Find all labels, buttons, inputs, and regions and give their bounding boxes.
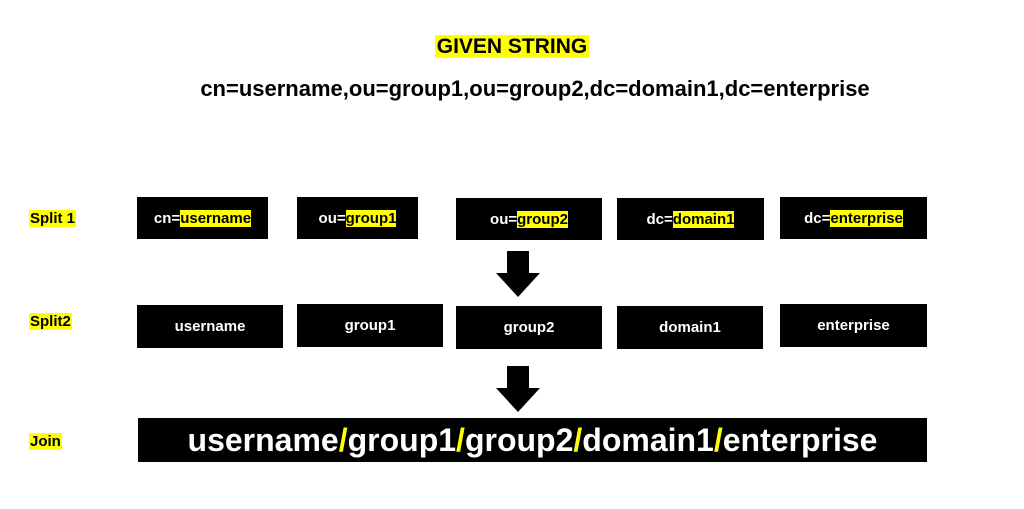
- join-separator: /: [573, 421, 583, 458]
- join-separator: /: [338, 421, 348, 458]
- given-string: cn=username,ou=group1,ou=group2,dc=domai…: [200, 76, 870, 101]
- split2-box: group1: [297, 304, 443, 347]
- split1-box: dc=enterprise: [780, 197, 927, 239]
- split1-prefix: ou=: [490, 210, 518, 228]
- split1-prefix: cn=: [153, 209, 181, 227]
- arrow-down-icon: [496, 366, 540, 412]
- join-label: Join: [29, 433, 62, 450]
- split1-value: group2: [517, 210, 568, 228]
- join-part: domain1: [582, 421, 714, 458]
- split2-box: domain1: [617, 306, 763, 349]
- split2-box: enterprise: [780, 304, 927, 347]
- split1-prefix: dc=: [804, 209, 831, 227]
- split1-box: cn=username: [137, 197, 268, 239]
- split1-label: Split 1: [29, 210, 77, 227]
- join-box: username/group1/group2/domain1/enterpris…: [138, 418, 927, 462]
- join-part: username: [187, 421, 339, 458]
- split1-value: group1: [345, 209, 397, 227]
- join-part: group1: [347, 421, 457, 458]
- split1-value: enterprise: [830, 209, 903, 227]
- split1-prefix: dc=: [646, 210, 673, 228]
- split2-box: group2: [456, 306, 602, 349]
- arrow-down-icon: [496, 251, 540, 297]
- split1-value: domain1: [672, 210, 735, 228]
- split1-box: dc=domain1: [617, 198, 764, 240]
- split1-prefix: ou=: [318, 209, 346, 227]
- title-text: GIVEN STRING: [434, 35, 590, 58]
- join-separator: /: [456, 421, 465, 458]
- split1-box: ou=group1: [297, 197, 418, 239]
- join-part: enterprise: [722, 421, 878, 458]
- title: GIVEN STRING: [0, 35, 1024, 59]
- split2-box: username: [137, 305, 283, 348]
- split1-box: ou=group2: [456, 198, 602, 240]
- join-separator: /: [713, 421, 723, 458]
- split1-value: username: [180, 209, 252, 227]
- join-part: group2: [464, 421, 574, 458]
- split2-label: Split2: [29, 313, 72, 330]
